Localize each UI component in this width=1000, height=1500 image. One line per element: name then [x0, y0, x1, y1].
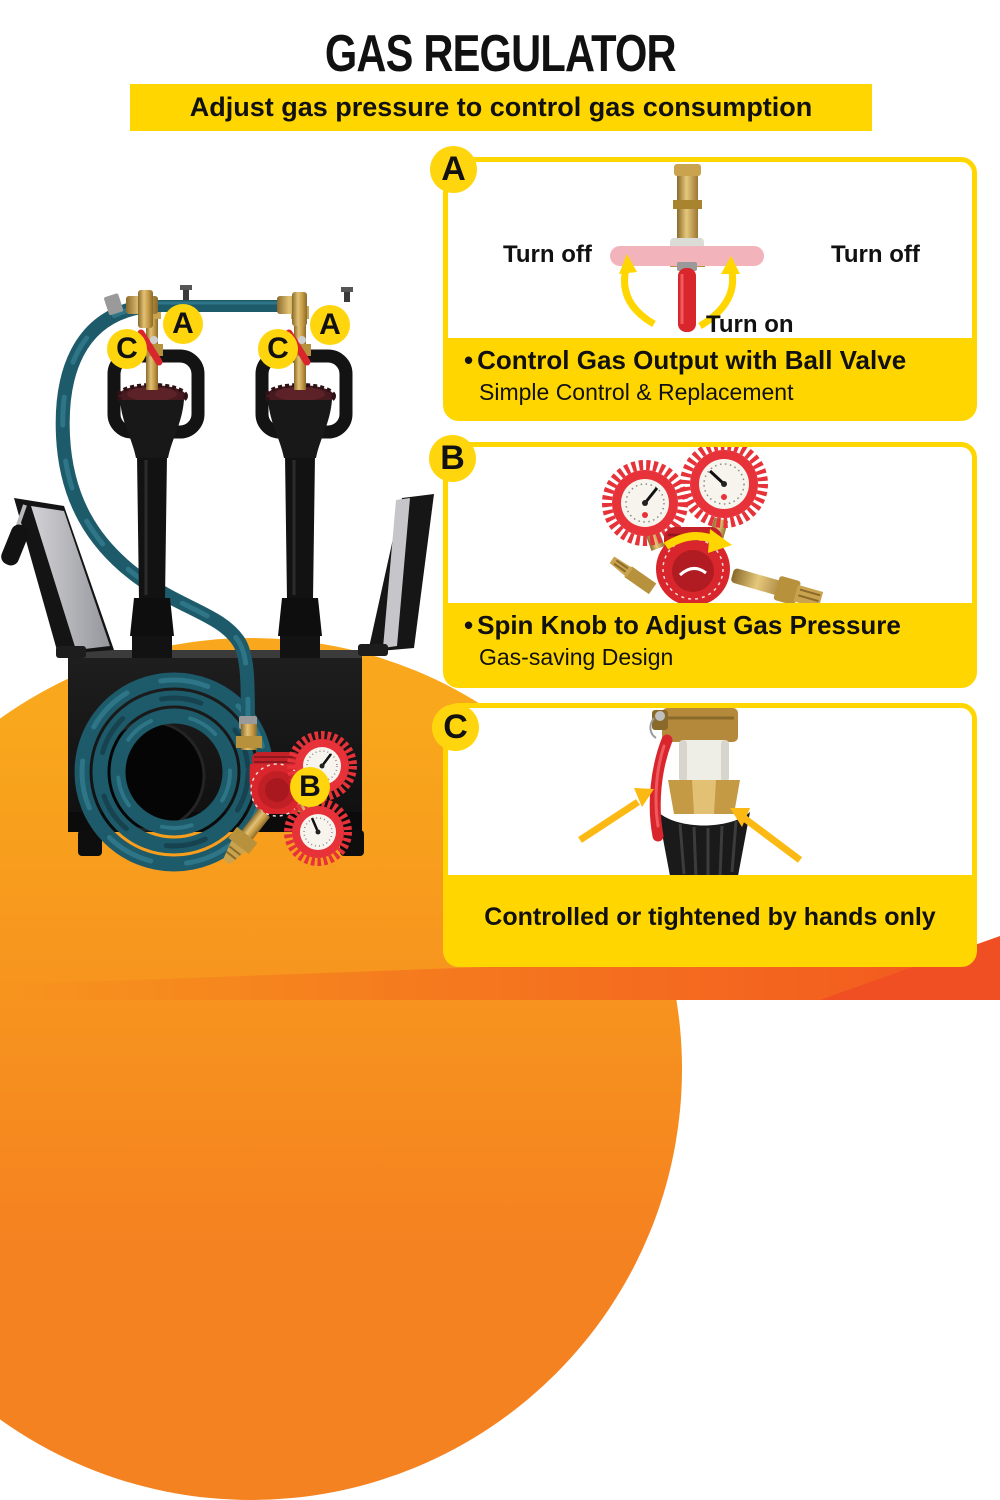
- lid-handle-left: [1, 524, 29, 566]
- burner-right: [255, 306, 353, 658]
- ball-valve-illustration: [610, 164, 764, 332]
- panel-a-caption: •Control Gas Output with Ball Valve Simp…: [448, 338, 972, 416]
- product-badge-a-left: A: [163, 304, 203, 344]
- hose-clamp-top: [104, 293, 124, 316]
- product-badge-c-right: C: [258, 329, 298, 369]
- regulator-body: [656, 527, 732, 606]
- spin-arrow: [663, 529, 732, 553]
- manifold: [126, 285, 353, 328]
- regulator-illustration: [602, 447, 824, 608]
- page: { "title": "GAS REGULATOR", "banner": "A…: [0, 25, 1000, 1500]
- page-title: GAS REGULATOR: [324, 25, 677, 83]
- product-illustration: [1, 285, 434, 872]
- banner: Adjust gas pressure to control gas consu…: [130, 84, 872, 131]
- panel-a-heading: •Control Gas Output with Ball Valve: [464, 345, 907, 375]
- panel-b: •Spin Knob to Adjust Gas Pressure Gas-sa…: [443, 442, 977, 688]
- gauge-right: [680, 447, 768, 528]
- gauge-left: [602, 460, 688, 546]
- product-badge-a-right: A: [310, 305, 350, 345]
- product-badge-b: B: [290, 767, 330, 807]
- panel-a-subheading: Simple Control & Replacement: [479, 379, 794, 405]
- ptfe-tape-joint: [679, 740, 729, 782]
- pointer-arrow-right: [730, 808, 803, 863]
- product-badge-c-left: C: [107, 329, 147, 369]
- hand-valve-illustration: [578, 708, 803, 880]
- panel-a: Turn off Turn off Turn on •Control Gas O…: [443, 157, 977, 421]
- turn-on-label: Turn on: [706, 311, 794, 338]
- forge-foot-left: [78, 830, 102, 856]
- rotation-arrow-left: [619, 254, 656, 328]
- panel-b-heading: •Spin Knob to Adjust Gas Pressure: [464, 610, 901, 640]
- panel-a-badge: A: [430, 146, 477, 193]
- outlet-stem: [731, 568, 824, 608]
- burner-left: [107, 306, 205, 658]
- turn-off-left-label: Turn off: [503, 241, 592, 268]
- rotation-arrow-right: [698, 256, 740, 330]
- regulator-barb-fitting: [223, 808, 270, 865]
- panel-c-text: Controlled or tightened by hands only: [484, 903, 936, 931]
- adjust-knob: [672, 550, 714, 592]
- pointer-arrow-left: [578, 788, 654, 843]
- valve-handle-off-position: [610, 246, 764, 266]
- forge-lid-right: [358, 494, 434, 656]
- panel-b-caption: •Spin Knob to Adjust Gas Pressure Gas-sa…: [448, 603, 972, 683]
- panel-c: Controlled or tightened by hands only: [443, 703, 977, 967]
- forge-lid-left: [1, 498, 114, 658]
- turn-off-right-label: Turn off: [831, 241, 920, 268]
- forge-foot-right: [340, 830, 364, 856]
- valve-brass-body: [662, 708, 738, 742]
- panel-c-caption: Controlled or tightened by hands only: [448, 875, 972, 962]
- inlet-barb: [609, 556, 657, 595]
- panel-b-subheading: Gas-saving Design: [479, 644, 674, 670]
- panel-c-badge: C: [432, 704, 479, 751]
- panel-b-badge: B: [429, 435, 476, 482]
